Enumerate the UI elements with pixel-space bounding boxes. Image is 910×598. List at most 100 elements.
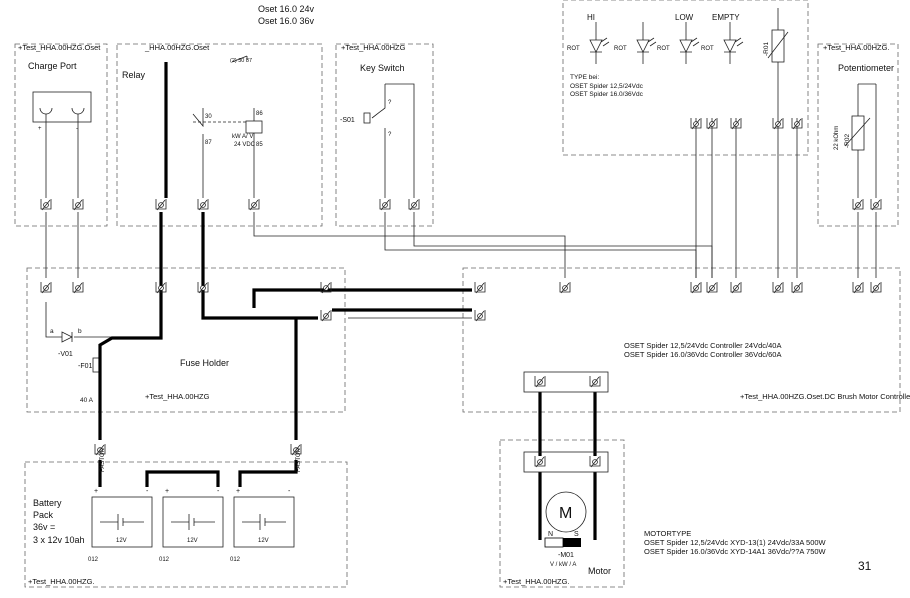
fuse-rating: 40 A <box>80 397 94 404</box>
relay-coil-rating: kW A/ V <box>232 134 253 140</box>
motor-terminal-strip <box>523 451 609 473</box>
terminal <box>706 118 718 130</box>
controller-box <box>462 267 901 413</box>
power-wire-motor-upper <box>538 392 597 456</box>
terminal <box>791 282 803 294</box>
terminal-blocks <box>40 118 882 468</box>
controller-spec-2: OSET Spider 16.0/36Vdc Controller 36Vdc/… <box>624 350 781 359</box>
fuse-holder-box <box>26 267 346 413</box>
lamp-color-label: ROT <box>657 46 670 52</box>
relay-pin-86: 86 <box>256 111 263 117</box>
svg-text:-: - <box>217 488 220 495</box>
svg-text:+: + <box>165 488 169 495</box>
header-line2: Oset 16.0 36v <box>258 16 315 26</box>
battery-cell-ref: 012 <box>159 557 170 563</box>
terminal <box>155 199 167 211</box>
battery-cell-ref: 012 <box>230 557 241 563</box>
power-wire-negative <box>294 308 472 440</box>
motortype-header: MOTORTYPE <box>644 529 691 538</box>
controller-tag: +Test_HHA.00HZG.Oset.DC Brush Motor Cont… <box>740 392 910 401</box>
terminal <box>534 376 546 388</box>
battery-label-2: Pack <box>33 510 54 520</box>
key-switch-symbol: -S01 ? ? <box>340 84 392 198</box>
charge-port-tag: +Test_HHA.00HZG.Oset <box>18 43 101 52</box>
power-wire-relay-out <box>201 212 318 320</box>
lamp-hi-icon: ROT <box>567 22 610 64</box>
controller-motor-terminal-strip <box>523 371 609 393</box>
lamp-color-label: ROT <box>701 46 714 52</box>
terminal <box>589 376 601 388</box>
lamp-type-2: OSET Spider 16.0/36Vdc <box>570 91 644 98</box>
battery-tag: +Test_HHA.00HZG. <box>28 577 94 586</box>
resistor-r01-label: -R01 <box>763 42 770 56</box>
charge-port-title: Charge Port <box>28 61 77 71</box>
terminal <box>197 282 209 294</box>
svg-text:+: + <box>38 126 42 132</box>
lamp-label-low: LOW <box>675 13 694 22</box>
terminal <box>72 199 84 211</box>
potentiometer-box <box>817 43 899 227</box>
terminal <box>72 282 84 294</box>
page-number: 31 <box>858 559 872 573</box>
terminal <box>474 310 486 322</box>
key-switch-box <box>335 43 434 227</box>
terminal <box>155 282 167 294</box>
relay-contact-ref: (2) 30 87 <box>230 58 252 64</box>
lamp-low-icon: ROT <box>657 22 700 64</box>
terminal <box>559 282 571 294</box>
svg-text:+: + <box>94 488 98 495</box>
terminal <box>534 456 546 468</box>
lamp-label-hi: HI <box>587 13 595 22</box>
terminal <box>870 282 882 294</box>
motor-rating: V / kW / A <box>550 562 576 568</box>
controller-spec-1: OSET Spider 12,5/24Vdc Controller 24Vdc/… <box>624 341 781 350</box>
motortype-line1: OSET Spider 12,5/24Vdc XYD-13(1) 24Vdc/3… <box>644 538 827 547</box>
terminal <box>379 199 391 211</box>
battery-label-3: 36v = <box>33 522 55 532</box>
motor-tag: +Test_HHA.00HZG. <box>503 577 569 586</box>
thin-wiring-right <box>695 118 877 278</box>
motor-device: -M01 <box>558 552 574 559</box>
svg-text:-: - <box>288 488 291 495</box>
svg-text:-: - <box>146 488 149 495</box>
lamp-type-1: OSET Spider 12,5/24Vdc <box>570 83 644 90</box>
terminal <box>320 282 332 294</box>
svg-text:?: ? <box>388 100 392 106</box>
motor-pole-s: S <box>574 531 579 538</box>
diode-b: b <box>78 328 82 335</box>
header-line1: Oset 16.0 24v <box>258 4 315 14</box>
battery-cell-voltage: 12V <box>116 538 127 544</box>
diode-device: -V01 <box>58 351 73 358</box>
battery-series-links <box>98 460 298 487</box>
relay-title: Relay <box>122 70 146 80</box>
fuse-device: -F01 <box>78 363 93 370</box>
battery-label-1: Battery <box>33 498 62 508</box>
thin-wiring-upper <box>45 212 713 278</box>
faston-label-2: FASTON <box>296 448 302 472</box>
battery-cell-voltage: 12V <box>258 538 269 544</box>
motor-pole-n: N <box>548 531 553 538</box>
charge-port-symbol: + - <box>32 91 92 198</box>
potentiometer-symbol: 22 kOhm -R02 <box>834 83 877 198</box>
battery-label-4: 3 x 12v 10ah <box>33 535 85 545</box>
motortype-line2: OSET Spider 16.0/36Vdc XYD-14A1 36Vdc/??… <box>644 547 827 556</box>
key-switch-device: -S01 <box>340 117 355 124</box>
svg-text:-: - <box>76 126 78 132</box>
power-wire-fuse <box>98 212 163 440</box>
key-switch-title: Key Switch <box>360 63 405 73</box>
diode-a: a <box>50 328 54 335</box>
relay-pin-85: 85 <box>256 142 263 148</box>
motor-title: Motor <box>588 566 611 576</box>
terminal <box>852 199 864 211</box>
power-wire-motor-lower <box>538 472 597 540</box>
terminal <box>772 118 784 130</box>
battery-cell-ref: 012 <box>88 557 99 563</box>
terminal <box>772 282 784 294</box>
diode-v01: a b -V01 <box>45 302 162 358</box>
power-wire-positive <box>252 288 472 308</box>
terminal <box>706 282 718 294</box>
lamp-color-label: ROT <box>614 46 627 52</box>
resistor-r01: -R01 <box>763 8 789 118</box>
